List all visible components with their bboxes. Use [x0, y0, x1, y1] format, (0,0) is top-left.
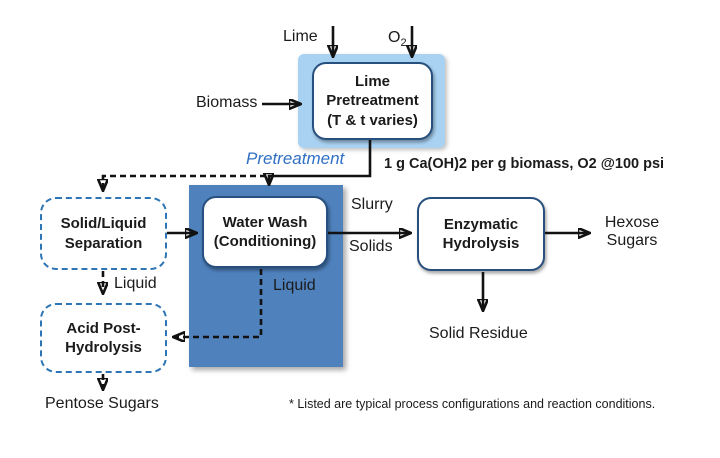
o2-base: O [388, 29, 401, 46]
o2-subscript: 2 [400, 37, 407, 50]
node-solid-liquid-separation: Solid/Liquid Separation [40, 197, 167, 270]
slurry-stream-label: Slurry [351, 196, 393, 213]
solid-residue-output-label: Solid Residue [429, 325, 528, 342]
liquid-stream-label-wash: Liquid [273, 277, 316, 294]
node-acid-post-hydrolysis: Acid Post- Hydrolysis [40, 303, 167, 373]
reaction-conditions-label: 1 g Ca(OH)2 per g biomass, O2 @100 psi [384, 156, 665, 172]
pentose-sugars-output-label: Pentose Sugars [45, 395, 159, 412]
o2-input-label: O2 [388, 29, 407, 49]
biomass-input-label: Biomass [196, 94, 258, 111]
node-water-wash: Water Wash (Conditioning) [202, 196, 328, 268]
node-enzymatic-hydrolysis: Enzymatic Hydrolysis [417, 197, 545, 271]
lime-input-label: Lime [283, 28, 318, 45]
pretreatment-stage-label: Pretreatment [246, 149, 345, 168]
solids-stream-label: Solids [349, 238, 393, 255]
liquid-stream-label-separation: Liquid [114, 275, 157, 292]
hexose-sugars-output-label: Hexose Sugars [604, 214, 660, 249]
footnote: * Listed are typical process configurati… [289, 397, 656, 411]
node-lime-pretreatment: Lime Pretreatment (T & t varies) [312, 62, 433, 140]
